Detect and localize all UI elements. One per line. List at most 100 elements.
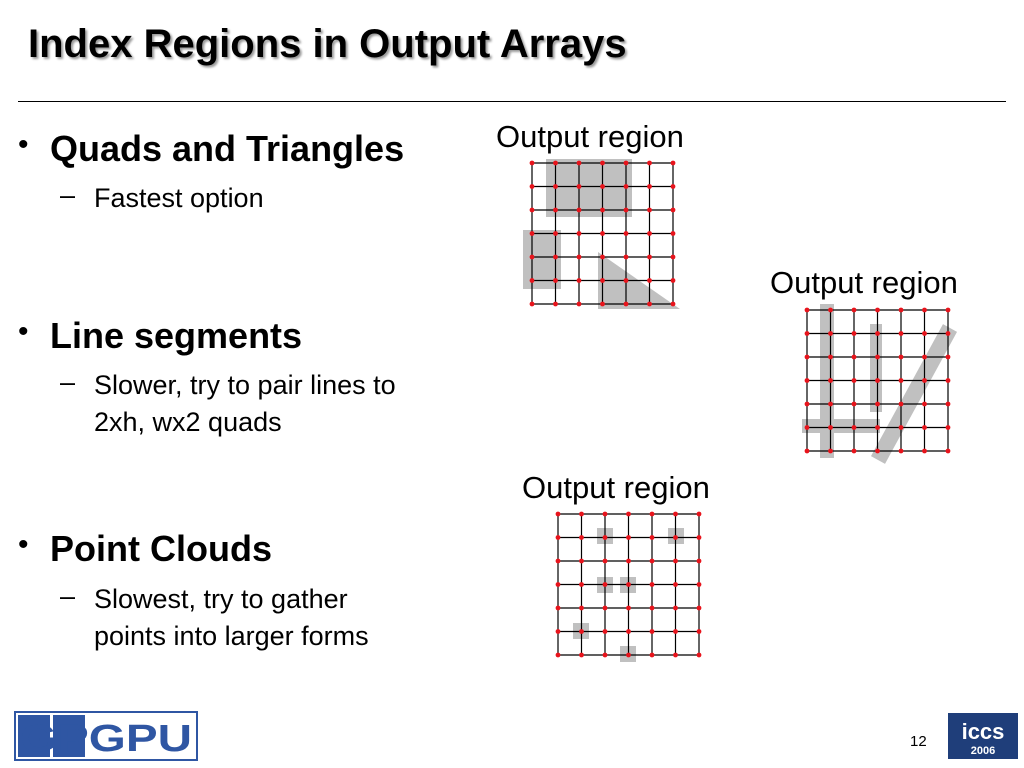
grid-point	[623, 278, 629, 283]
grid-point	[576, 207, 582, 213]
lines-grid-diagram	[802, 304, 958, 464]
grid-point	[555, 535, 561, 540]
grid-point	[696, 652, 702, 658]
gpgpu-logo-text: GPGPU	[20, 718, 192, 759]
grid-point	[602, 535, 608, 540]
grid-point	[626, 558, 631, 564]
grid-point	[626, 605, 631, 611]
grid-point	[673, 558, 678, 564]
grid-point	[670, 231, 676, 236]
bullet-glyph: •	[18, 528, 29, 561]
grid-point	[649, 605, 655, 611]
grid-point	[626, 582, 631, 587]
grid-point	[576, 184, 582, 189]
title-divider	[18, 101, 1006, 102]
gpgpu-logo: GPGPU	[14, 711, 198, 761]
iccs-logo: iccs 2006	[948, 713, 1018, 759]
bullet-heading-points: Point Clouds	[50, 528, 272, 569]
dash-glyph: –	[60, 581, 76, 611]
grid-point	[851, 378, 857, 383]
grid-point	[649, 629, 655, 634]
grid-point	[945, 307, 951, 313]
grid-point	[851, 307, 857, 313]
grid-point	[851, 425, 857, 430]
grid-point	[600, 207, 605, 213]
grid-point	[600, 184, 605, 189]
grid-point	[922, 378, 927, 383]
grid-points	[555, 511, 702, 658]
grid-point	[626, 629, 631, 634]
grid-point	[922, 307, 927, 313]
grid-point	[898, 448, 904, 454]
grid-point	[623, 160, 629, 166]
grid-point	[529, 278, 535, 283]
slide-title: Index Regions in Output Arrays	[28, 22, 627, 66]
grid-point	[600, 254, 605, 260]
grid-point	[623, 231, 629, 236]
grid-point	[649, 511, 655, 517]
grid-point	[623, 301, 629, 307]
grid-point	[602, 511, 608, 517]
grid-point	[673, 605, 678, 611]
iccs-logo-year: 2006	[971, 745, 995, 757]
grid-point	[875, 401, 880, 407]
iccs-logo-name: iccs	[962, 719, 1005, 744]
grid-point	[945, 378, 951, 383]
grid-point	[602, 582, 608, 587]
grid-point	[673, 582, 678, 587]
grid-point	[579, 535, 584, 540]
grid-point	[529, 184, 535, 189]
grid-point	[828, 401, 833, 407]
grid-point	[696, 605, 702, 611]
grid-point	[600, 231, 605, 236]
grid-point	[922, 354, 927, 360]
grid-point	[673, 629, 678, 634]
grid-point	[649, 652, 655, 658]
grid-point	[647, 278, 652, 283]
grid-point	[553, 207, 558, 213]
grid-point	[649, 535, 655, 540]
grid-point	[555, 652, 561, 658]
grid-point	[696, 582, 702, 587]
grid-point	[898, 401, 904, 407]
grid-point	[828, 307, 833, 313]
grid-point	[898, 307, 904, 313]
grid-point	[553, 184, 558, 189]
grid-point	[553, 278, 558, 283]
grid-point	[529, 301, 535, 307]
grid-point	[898, 354, 904, 360]
highlight-quad-top	[546, 159, 632, 217]
grid-point	[945, 354, 951, 360]
grid-point	[945, 425, 951, 430]
grid-point	[670, 207, 676, 213]
grid-point	[555, 605, 561, 611]
grid-point	[851, 331, 857, 336]
grid-point	[602, 652, 608, 658]
grid-point	[696, 535, 702, 540]
grid-point	[804, 307, 810, 313]
grid-point	[670, 301, 676, 307]
grid-point	[602, 605, 608, 611]
grid-point	[576, 278, 582, 283]
grid-point	[696, 629, 702, 634]
grid-point	[647, 231, 652, 236]
grid-point	[553, 254, 558, 260]
bullet-heading-lines: Line segments	[50, 315, 303, 356]
grid-point	[626, 652, 631, 658]
grid-point	[898, 331, 904, 336]
caption-quads-region: Output region	[496, 119, 684, 154]
grid-point	[670, 254, 676, 260]
subpoint-quads-line-1: Fastest option	[94, 183, 264, 213]
highlight-line-horizontal	[802, 419, 880, 433]
grid-point	[529, 207, 535, 213]
grid-point	[898, 378, 904, 383]
grid-point	[898, 425, 904, 430]
grid-point	[555, 558, 561, 564]
grid-point	[670, 160, 676, 166]
grid-point	[828, 425, 833, 430]
grid-point	[851, 354, 857, 360]
grid-point	[804, 354, 810, 360]
subpoint-lines-line-1: Slower, try to pair lines to	[94, 370, 396, 400]
highlight-regions	[523, 159, 680, 309]
grid-point	[600, 301, 605, 307]
